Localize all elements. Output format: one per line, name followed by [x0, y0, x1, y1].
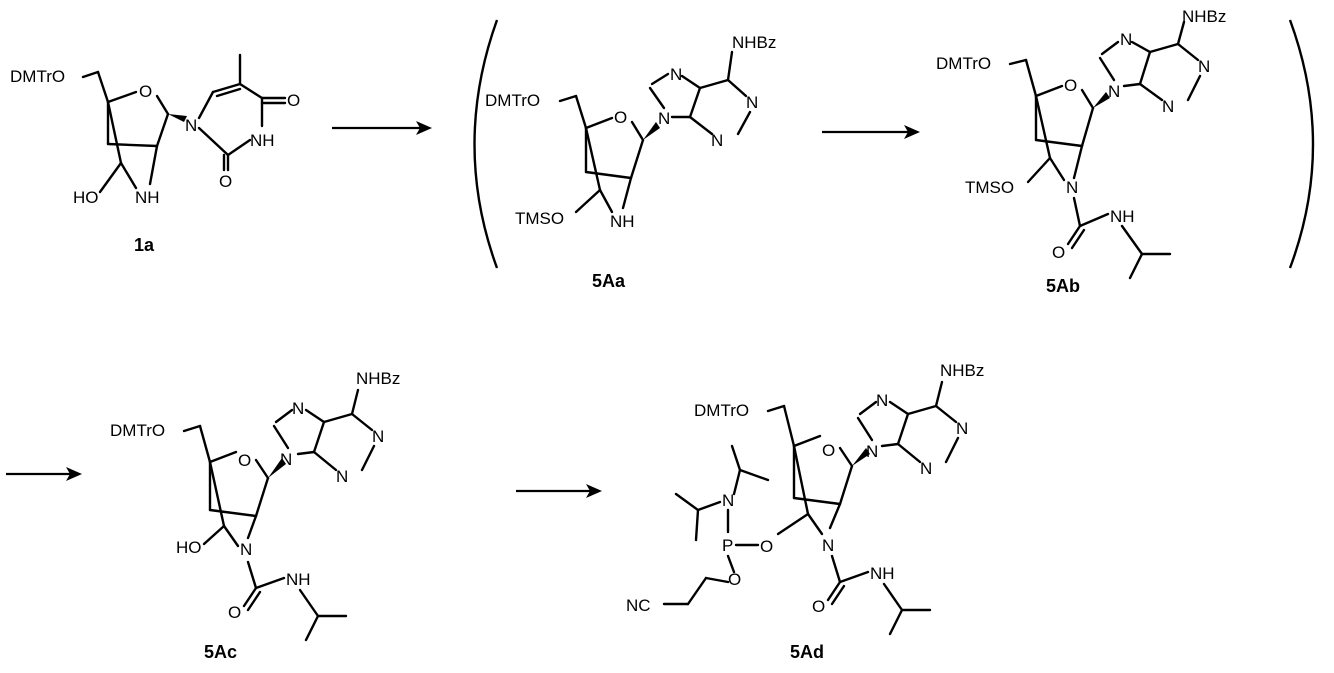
atom-label-n: N [1198, 57, 1210, 76]
compound-label-5Ab: 5Ab [1046, 276, 1080, 296]
compound-label-5Aa: 5Aa [592, 271, 626, 291]
atom-label-o: O [760, 537, 773, 556]
atom-label-o: O [139, 82, 152, 101]
atom-label-dmtro: DMTrO [485, 91, 540, 110]
atom-label-o: O [1052, 243, 1065, 262]
atom-label-nh: NH [870, 564, 895, 583]
compound-5Ad: DMTrO O O N P N O NC NH [626, 361, 984, 662]
atom-label-n: N [746, 93, 758, 112]
atom-label-o: O [1064, 76, 1077, 95]
atom-label-nh: NH [1110, 207, 1135, 226]
atom-label-o: O [614, 108, 627, 127]
atom-label-n: N [292, 399, 304, 418]
atom-label-ho: HO [73, 188, 99, 207]
atom-label-tmso: TMSO [515, 209, 564, 228]
atom-label-o: O [728, 570, 741, 589]
atom-label-tmso: TMSO [965, 178, 1014, 197]
atom-label-n: N [876, 391, 888, 410]
atom-label-dmtro: DMTrO [110, 421, 165, 440]
reaction-arrow-4 [516, 484, 602, 498]
atom-label-n: N [822, 536, 834, 555]
compound-5Aa: DMTrO O TMSO NH N N NHBz N N 5Aa [485, 33, 776, 291]
atom-label-o: O [238, 451, 251, 470]
atom-label-n: N [280, 450, 292, 469]
atom-label-o: O [812, 597, 825, 616]
atom-label-n: N [1066, 178, 1078, 197]
compound-5Ac: DMTrO O HO N NH O N N NHBz [110, 369, 400, 662]
atom-label-n: N [920, 459, 932, 478]
atom-label-dmtro: DMTrO [936, 54, 991, 73]
compound-1a: DMTrO O HO NH N O NH O 1a [10, 55, 300, 255]
atom-label-o: O [822, 441, 835, 460]
atom-label-p: P [722, 536, 733, 555]
atom-label-nhbz: NHBz [732, 33, 776, 52]
atom-label-nhbz: NHBz [356, 369, 400, 388]
close-parenthesis [1290, 20, 1313, 268]
open-parenthesis [475, 20, 498, 268]
atom-label-n: N [240, 540, 252, 559]
compound-label-5Ac: 5Ac [204, 642, 237, 662]
atom-label-nc: NC [626, 596, 651, 615]
atom-label-n: N [1162, 97, 1174, 116]
atom-label-n: N [722, 491, 734, 510]
reaction-arrow-2 [822, 125, 920, 139]
atom-label-dmtro: DMTrO [10, 67, 65, 86]
atom-label-n: N [1120, 30, 1132, 49]
atom-label-n: N [372, 427, 384, 446]
atom-label-nh: NH [250, 131, 275, 150]
atom-label-n: N [1108, 82, 1120, 101]
atom-label-nh: NH [135, 188, 160, 207]
atom-label-o: O [287, 91, 300, 110]
compound-label-5Ad: 5Ad [790, 642, 824, 662]
compound-label-1a: 1a [134, 235, 155, 255]
atom-label-n: N [658, 109, 670, 128]
atom-label-dmtro: DMTrO [694, 401, 749, 420]
atom-label-o: O [228, 603, 241, 622]
compound-5Ab: DMTrO O TMSO N NH O N N NHBz [936, 7, 1226, 296]
reaction-arrow-1 [332, 121, 432, 135]
atom-label-nh: NH [610, 212, 635, 231]
atom-label-n: N [336, 467, 348, 486]
atom-label-n: N [956, 419, 968, 438]
atom-label-ho: HO [176, 538, 202, 557]
atom-label-o: O [219, 172, 232, 191]
atom-label-nhbz: NHBz [1182, 7, 1226, 26]
reaction-arrow-3 [6, 467, 82, 481]
atom-label-n: N [670, 65, 682, 84]
atom-label-n: N [185, 116, 197, 135]
atom-label-nhbz: NHBz [940, 361, 984, 380]
atom-label-n: N [866, 442, 878, 461]
atom-label-nh: NH [286, 570, 311, 589]
